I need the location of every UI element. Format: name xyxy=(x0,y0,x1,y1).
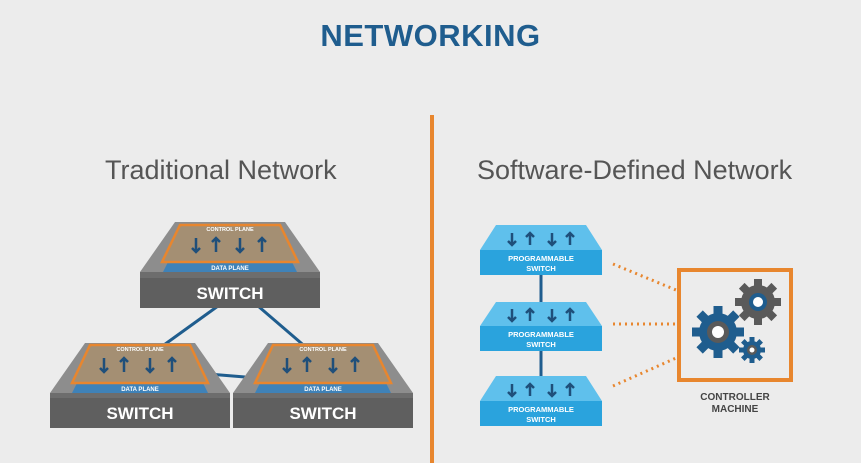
switch-label-line1: PROGRAMMABLE xyxy=(508,405,574,414)
switch-bottom-right: CONTROL PLANE DATA PLANE SWITCH xyxy=(233,343,413,428)
data-plane-label: DATA PLANE xyxy=(304,387,342,393)
arrows-icon xyxy=(282,356,360,374)
programmable-switch-3: PROGRAMMABLE SWITCH xyxy=(480,376,602,426)
control-plane-label: CONTROL PLANE xyxy=(206,227,254,233)
page-title: NETWORKING xyxy=(320,18,541,53)
switch-label-line2: SWITCH xyxy=(526,264,556,273)
programmable-switch-2: PROGRAMMABLE SWITCH xyxy=(480,302,602,351)
switch-label: SWITCH xyxy=(196,284,263,303)
switch-label-line2: SWITCH xyxy=(526,415,556,424)
controller-label-line2: MACHINE xyxy=(712,404,759,415)
switch-label-line1: PROGRAMMABLE xyxy=(508,330,574,339)
switch-bottom-left: CONTROL PLANE DATA PLANE SWITCH xyxy=(50,343,230,428)
controller-machine: CONTROLLER MACHINE xyxy=(677,268,793,415)
control-plane-label: CONTROL PLANE xyxy=(116,347,164,353)
arrows-icon xyxy=(99,356,177,374)
switch-label: SWITCH xyxy=(289,404,356,423)
switch-label-line1: PROGRAMMABLE xyxy=(508,254,574,263)
arrows-icon xyxy=(191,236,267,254)
arrows-icon xyxy=(507,231,575,247)
controller-link-1 xyxy=(612,262,677,292)
arrows-icon xyxy=(507,307,575,323)
traditional-network-heading: Traditional Network xyxy=(105,155,337,185)
arrows-icon xyxy=(507,382,575,398)
controller-link-3 xyxy=(612,356,677,388)
data-plane-label: DATA PLANE xyxy=(121,387,159,393)
section-divider xyxy=(430,115,434,463)
controller-label-line1: CONTROLLER xyxy=(700,392,770,403)
switch-label-line2: SWITCH xyxy=(526,340,556,349)
switch-top: CONTROL PLANE DATA PLANE SWITCH xyxy=(140,222,320,308)
control-plane-label: CONTROL PLANE xyxy=(299,347,347,353)
data-plane-label: DATA PLANE xyxy=(211,266,249,272)
switch-label: SWITCH xyxy=(106,404,173,423)
programmable-switch-1: PROGRAMMABLE SWITCH xyxy=(480,225,602,275)
sdn-heading: Software-Defined Network xyxy=(477,155,793,185)
gears-icon xyxy=(692,279,781,363)
